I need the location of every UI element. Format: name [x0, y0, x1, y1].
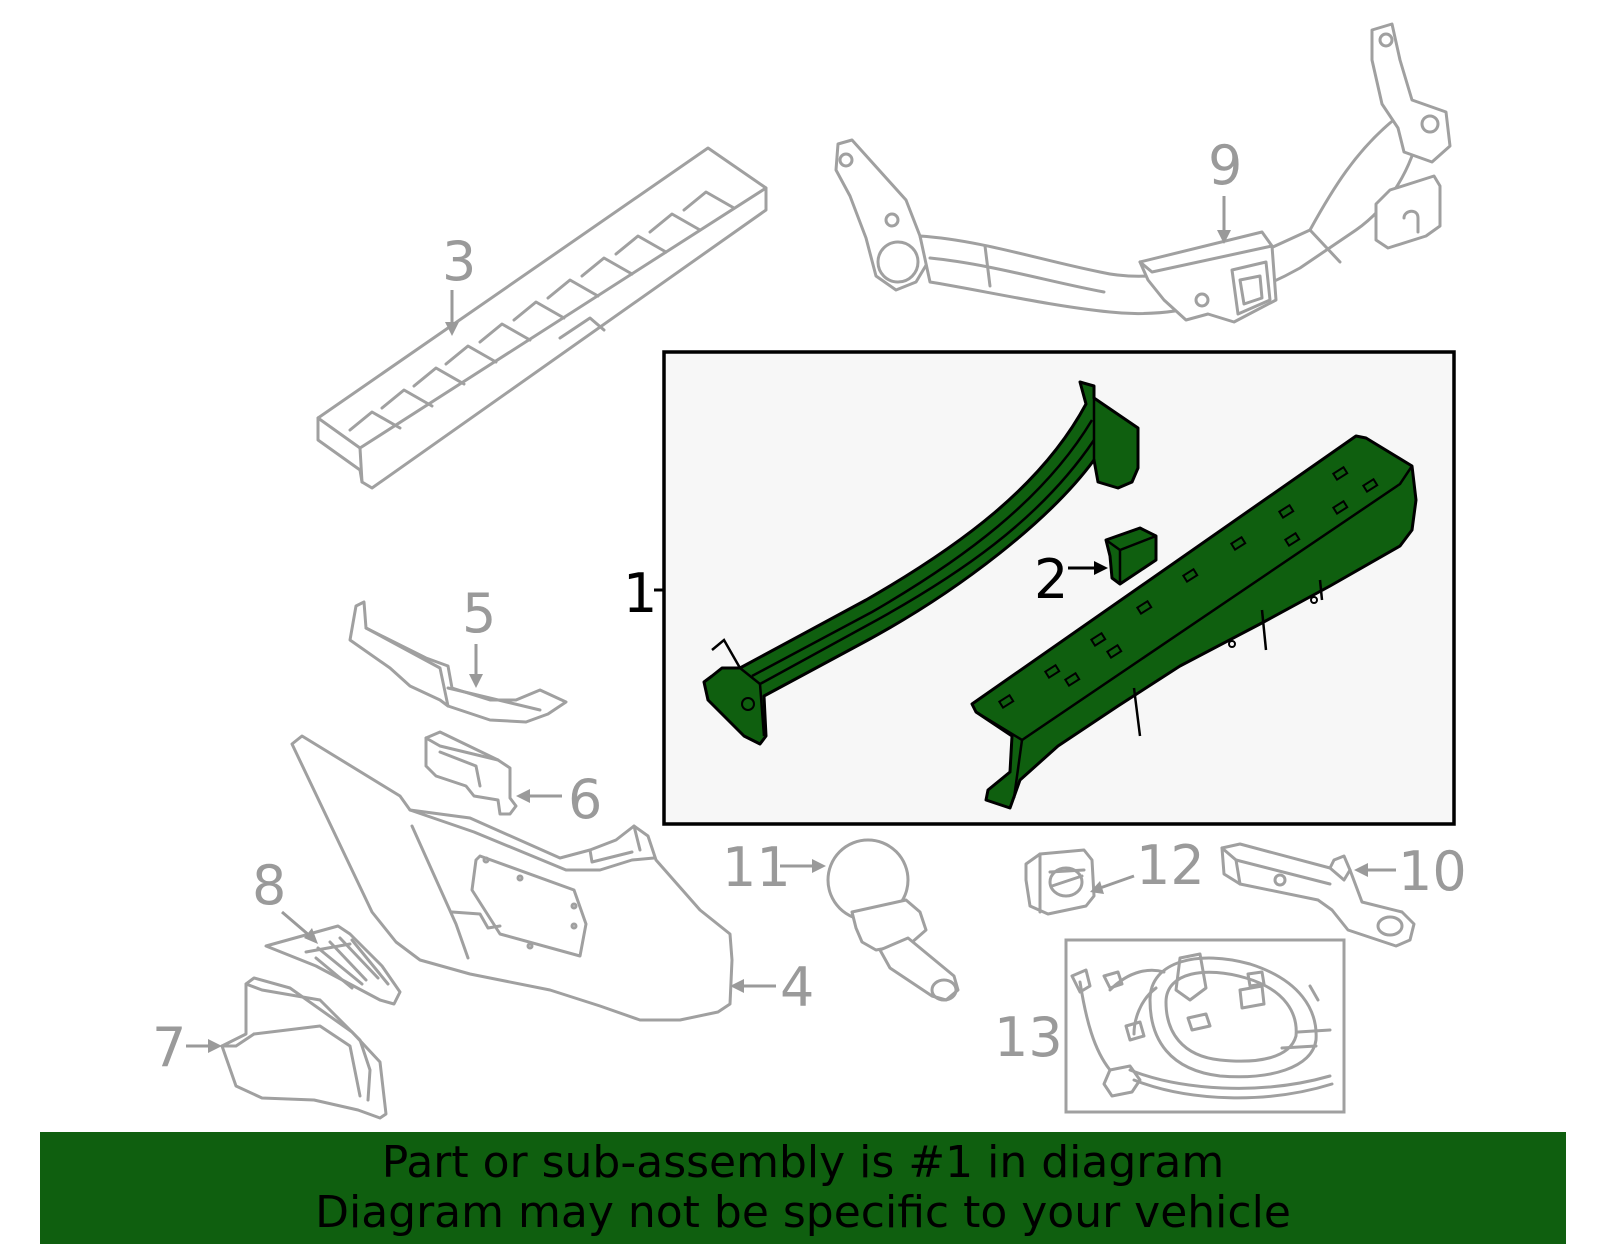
- leader-lines: [186, 196, 1396, 1053]
- part-2-bracket[interactable]: [1104, 526, 1158, 586]
- callout-13: 13: [994, 1006, 1063, 1069]
- part-9-hitch-receiver[interactable]: [834, 22, 1452, 324]
- part-5-bracket[interactable]: [348, 600, 568, 724]
- callout-12: 12: [1136, 834, 1205, 897]
- callout-4: 4: [780, 956, 814, 1019]
- callout-2: 2: [1034, 548, 1068, 611]
- callout-1: 1: [623, 562, 657, 625]
- callout-7: 7: [152, 1016, 186, 1079]
- callout-9: 9: [1208, 134, 1242, 197]
- info-banner: Part or sub-assembly is #1 in diagram Di…: [40, 1132, 1566, 1244]
- part-4-bumper-cover-end[interactable]: [290, 734, 734, 1022]
- callout-numbers: 1 2 3 4 5 6 7 8 9 10 11 12 13: [152, 134, 1467, 1079]
- banner-line-1: Part or sub-assembly is #1 in diagram: [381, 1137, 1225, 1188]
- part-7-bezel[interactable]: [220, 976, 388, 1120]
- part-3-step-pad[interactable]: [316, 146, 768, 490]
- step-pad-chevrons: [348, 190, 736, 432]
- part-11-hitch-ball[interactable]: [826, 838, 960, 1002]
- bumper-slots: [997, 465, 1379, 709]
- part-8-vent-grille[interactable]: [264, 924, 402, 1006]
- callout-6: 6: [568, 768, 602, 831]
- banner-line-2: Diagram may not be specific to your vehi…: [315, 1187, 1291, 1238]
- part-12-plug[interactable]: [1024, 848, 1096, 916]
- part-1-reinforcement-beam[interactable]: [702, 380, 1140, 746]
- part-6-bracket[interactable]: [424, 730, 518, 816]
- part-1-bumper-bar[interactable]: [970, 434, 1418, 810]
- callout-10: 10: [1398, 840, 1467, 903]
- callout-8: 8: [252, 854, 286, 917]
- grille-slats: [304, 936, 390, 990]
- callout-11: 11: [722, 836, 791, 899]
- callout-5: 5: [462, 582, 496, 645]
- part-13-wiring-harness[interactable]: [1064, 938, 1346, 1114]
- part-10-ball-mount[interactable]: [1220, 842, 1416, 948]
- callout-3: 3: [442, 230, 476, 293]
